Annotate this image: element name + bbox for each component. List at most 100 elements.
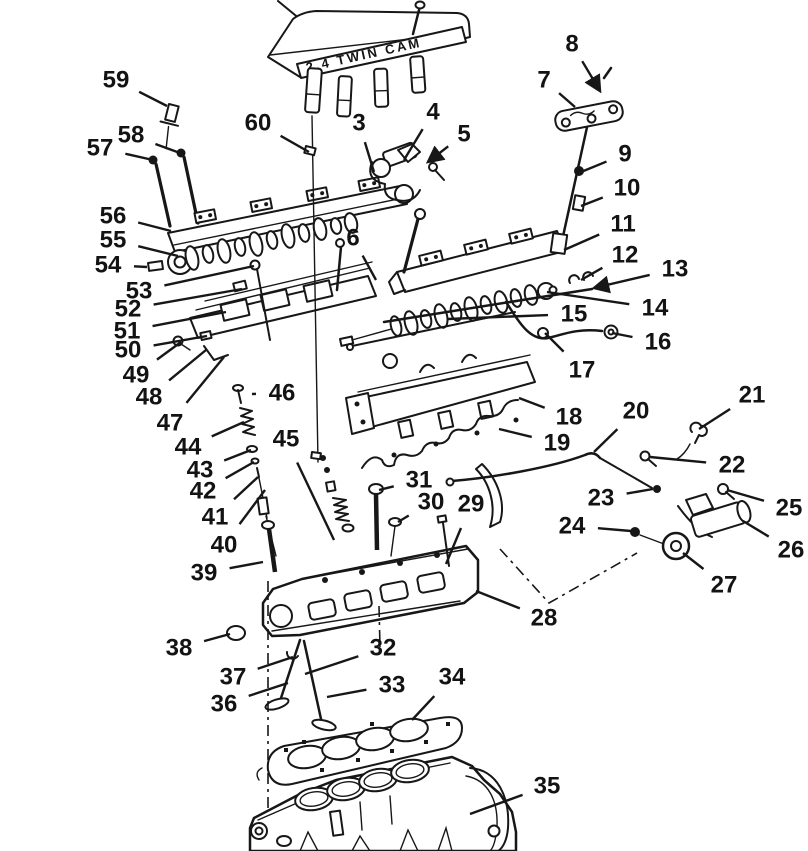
leader-line-12 [580, 266, 603, 282]
callout-13: 13 [662, 256, 689, 283]
callout-35: 35 [534, 773, 561, 800]
head-gasket [257, 716, 462, 785]
leader-line-27 [682, 552, 705, 570]
leader-line-53 [164, 264, 255, 287]
callout-59: 59 [103, 67, 130, 94]
head-bolt-39 [262, 521, 274, 529]
oil-nozzle-assembly [447, 452, 735, 545]
valve-36 [281, 640, 300, 698]
leader-line-11 [563, 233, 600, 252]
callout-8: 8 [565, 31, 578, 58]
leader-line-32 [304, 655, 359, 676]
leader-line-56 [137, 221, 172, 233]
pulley-27 [663, 533, 689, 559]
callout-56: 56 [100, 203, 127, 230]
leader-line-42 [225, 460, 255, 480]
leader-line-19 [498, 427, 533, 439]
callout-11: 11 [610, 211, 635, 238]
callout-24: 24 [559, 513, 586, 540]
clip-21 [690, 423, 706, 443]
callout-57: 57 [87, 135, 114, 162]
oil-hose-17 [506, 302, 602, 338]
leader-line-57 [125, 152, 154, 162]
callout-4: 4 [426, 99, 440, 126]
lower-left-carrier [174, 261, 377, 404]
callout-41: 41 [202, 504, 229, 531]
leader-line-35 [469, 793, 523, 816]
leader-line-8 [581, 60, 602, 94]
leader-line-34 [411, 695, 436, 721]
clips-12 [569, 272, 593, 283]
leader-line-14 [546, 290, 630, 306]
callout-20: 20 [623, 398, 650, 425]
callout-58: 58 [118, 122, 145, 149]
callout-14: 14 [642, 295, 669, 322]
tensioner-assembly [663, 423, 753, 559]
leader-line-5 [425, 145, 449, 164]
leader-line-44 [211, 420, 245, 438]
leader-line-39 [229, 560, 264, 570]
callout-51: 51 [114, 318, 141, 345]
leader-line-4 [402, 128, 424, 161]
callout-21: 21 [739, 382, 766, 409]
leader-line-60 [280, 134, 310, 154]
leader-line-10 [580, 196, 604, 208]
intake-cam-carrier [336, 68, 624, 294]
leader-line-7 [558, 92, 576, 108]
leader-line-15 [447, 313, 549, 321]
bolt-6 [415, 209, 425, 219]
callout-30: 30 [418, 489, 445, 516]
sensor-housing-3 [370, 142, 444, 203]
callout-42: 42 [190, 478, 217, 505]
nut-23 [653, 485, 661, 493]
callout-46: 46 [269, 380, 296, 407]
callout-50: 50 [115, 337, 142, 364]
leader-line-6 [361, 254, 378, 281]
callout-7: 7 [537, 67, 550, 94]
callout-60: 60 [245, 110, 272, 137]
callout-34: 34 [439, 664, 466, 691]
valve-train-parts [227, 116, 637, 813]
leader-line-24 [597, 526, 632, 533]
leader-line-18 [518, 396, 546, 409]
leader-line-17 [544, 332, 565, 353]
leader-line-25 [726, 488, 765, 502]
tensioner-body [690, 499, 753, 537]
spark-plug-and-studs [148, 103, 199, 226]
leader-line-49 [156, 341, 182, 361]
callout-45: 45 [273, 426, 300, 453]
leader-line-16 [611, 331, 633, 339]
callout-52: 52 [115, 296, 142, 323]
seal-ring-16 [605, 326, 618, 339]
plug-wire-60 [312, 116, 318, 462]
leader-line-22 [649, 455, 707, 464]
callout-43: 43 [187, 457, 214, 484]
callout-37: 37 [220, 664, 247, 691]
callout-55: 55 [100, 227, 127, 254]
diagram-artwork: 2.4 TWIN CAM [148, 1, 753, 851]
callout-39: 39 [191, 560, 218, 587]
callout-6: 6 [346, 225, 359, 252]
callout-33: 33 [379, 672, 406, 699]
leader-line-41 [233, 476, 259, 501]
callout-36: 36 [211, 691, 238, 718]
callout-47: 47 [157, 410, 184, 437]
callout-10: 10 [614, 175, 641, 202]
leader-line-48 [168, 349, 207, 382]
callout-9: 9 [618, 141, 631, 168]
leader-line-9 [580, 160, 607, 174]
leader-line-29 [444, 527, 463, 565]
leader-line-33 [326, 688, 367, 699]
cam-carrier-stud [560, 109, 591, 250]
leader-line-21 [698, 408, 731, 431]
callout-17: 17 [569, 357, 596, 384]
valve-33 [304, 641, 321, 719]
leader-line-28 [475, 589, 521, 610]
engine-block [250, 757, 516, 851]
leader-line-26 [742, 519, 770, 538]
callout-53: 53 [126, 278, 153, 305]
callout-27: 27 [711, 572, 738, 599]
callout-49: 49 [123, 362, 150, 389]
